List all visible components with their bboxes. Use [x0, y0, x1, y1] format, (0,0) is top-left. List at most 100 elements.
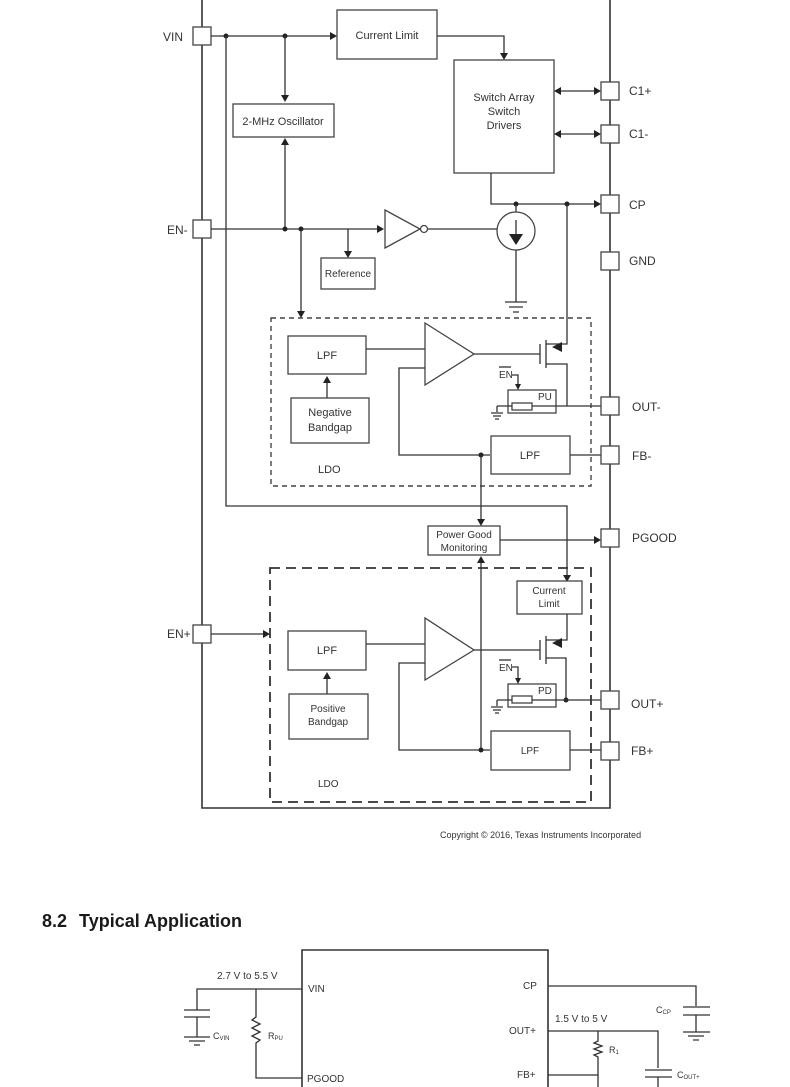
- pin-vin-label: VIN: [163, 30, 183, 44]
- switch-array-label: Switch Array: [473, 92, 535, 104]
- pin-out-minus-label: OUT-: [632, 400, 661, 414]
- current-limit-block: [336, 9, 438, 60]
- vin-to-current-limit-wire: [225, 36, 568, 578]
- ic-outline: [301, 949, 549, 1087]
- arrow: [323, 376, 331, 383]
- vin-wire: [196, 988, 302, 1010]
- negative-bandgap-label: Bandgap: [308, 422, 352, 434]
- rpu-label-sub: PU: [275, 1036, 283, 1042]
- lpf-pos-block: [287, 630, 367, 671]
- arrow: [281, 138, 289, 145]
- pin-en-plus-label: EN+: [167, 627, 191, 641]
- arrow: [594, 87, 601, 95]
- arrow: [594, 130, 601, 138]
- wire: [437, 35, 505, 56]
- pin-en-minus: [192, 219, 212, 239]
- current-limit-label: Current Limit: [356, 30, 419, 42]
- app-pin-vin: VIN: [308, 984, 325, 995]
- copyright-text: Copyright © 2016, Texas Instruments Inco…: [440, 830, 641, 840]
- cp-wire: [490, 173, 597, 205]
- power-good-label: Monitoring: [441, 543, 488, 554]
- en-bar-label: EN: [499, 370, 513, 381]
- en-bar-label: EN: [499, 663, 513, 674]
- arrow: [297, 311, 305, 318]
- cout-label-sub: OUT+: [684, 1075, 701, 1081]
- section-number: 8.2: [42, 911, 68, 931]
- positive-bandgap-label: Bandgap: [308, 717, 348, 728]
- power-good-block: [427, 525, 501, 556]
- inverter-icon: [384, 208, 422, 250]
- switch-array-block: [453, 59, 555, 174]
- ldo-neg-label: LDO: [318, 464, 341, 476]
- arrow: [263, 630, 270, 638]
- r1-label-main: R: [609, 1045, 616, 1055]
- arrow: [477, 556, 485, 563]
- pin-gnd-label: GND: [629, 254, 656, 268]
- transistor-arrow: [552, 342, 562, 352]
- pin-out-plus-label: OUT+: [631, 697, 663, 711]
- junction: [282, 226, 288, 232]
- out-plus-wire: [548, 1030, 659, 1068]
- reference-block: [320, 257, 376, 290]
- app-pin-fb-plus: FB+: [517, 1070, 536, 1081]
- section-heading: 8.2 Typical Application: [42, 911, 242, 932]
- capacitor-ccp-icon: [683, 1006, 710, 1041]
- arrow: [554, 87, 561, 95]
- feedback-wire: [398, 662, 490, 751]
- pd-label: PD: [538, 686, 552, 697]
- ccp-label: CCP: [656, 1005, 671, 1016]
- vin-range-label: 2.7 V to 5.5 V: [217, 971, 278, 982]
- transistor-arrow: [552, 638, 562, 648]
- lpf-neg-label: LPF: [317, 350, 337, 362]
- lpf-fb-pos-block: [490, 730, 571, 771]
- pin-fb-plus: [600, 741, 620, 761]
- arrow: [377, 225, 384, 233]
- arrow: [500, 53, 508, 60]
- pin-cp-label: CP: [629, 198, 646, 212]
- oscillator-block: [232, 103, 335, 138]
- arrow: [477, 519, 485, 526]
- negative-bandgap-label: Negative: [308, 407, 351, 419]
- pin-gnd: [600, 251, 620, 271]
- arrow: [515, 678, 521, 684]
- pu-label: PU: [538, 392, 552, 403]
- r1-label: R1: [609, 1045, 620, 1056]
- lpf-pos-label: LPF: [317, 645, 337, 657]
- ccp-label-main: C: [656, 1005, 663, 1015]
- pin-pgood-label: PGOOD: [632, 531, 677, 545]
- cout-label: COUT+: [677, 1070, 700, 1081]
- inverter-bubble: [419, 224, 429, 234]
- amplifier-icon: [424, 616, 476, 682]
- pin-cp: [600, 194, 620, 214]
- arrow: [515, 384, 521, 390]
- lpf-neg-block: [287, 335, 367, 375]
- current-limit-pos-label: Limit: [538, 599, 559, 610]
- section-title: Typical Application: [79, 911, 243, 931]
- resistor-r1-icon: [548, 1031, 604, 1076]
- amplifier-icon: [424, 321, 476, 387]
- cp-wire: [548, 985, 697, 1006]
- wire: [512, 374, 519, 386]
- pin-fb-plus-label: FB+: [631, 744, 653, 758]
- pin-en-plus: [192, 624, 212, 644]
- positive-bandgap-block: [288, 693, 369, 740]
- arrow: [563, 575, 571, 582]
- pin-c1-minus-label: C1-: [629, 127, 648, 141]
- pin-c1-plus-label: C1+: [629, 84, 651, 98]
- pin-fb-minus: [600, 445, 620, 465]
- out-range-label: 1.5 V to 5 V: [555, 1014, 608, 1025]
- arrow: [344, 251, 352, 258]
- cvin-label-main: C: [213, 1031, 220, 1041]
- oscillator-label: 2-MHz Oscillator: [242, 116, 324, 128]
- resistor-icon: [511, 402, 533, 411]
- reference-label: Reference: [325, 269, 372, 280]
- power-good-label: Power Good: [436, 530, 492, 541]
- pin-en-minus-label: EN-: [167, 223, 188, 237]
- rpu-label: RPU: [268, 1031, 283, 1042]
- arrow: [594, 536, 601, 544]
- lpf-fb-pos-label: LPF: [521, 746, 539, 757]
- capacitor-cout-icon: [645, 1069, 672, 1087]
- switch-array-label: Drivers: [487, 120, 522, 132]
- app-pin-cp: CP: [523, 981, 537, 992]
- cvin-label-sub: VIN: [220, 1036, 230, 1042]
